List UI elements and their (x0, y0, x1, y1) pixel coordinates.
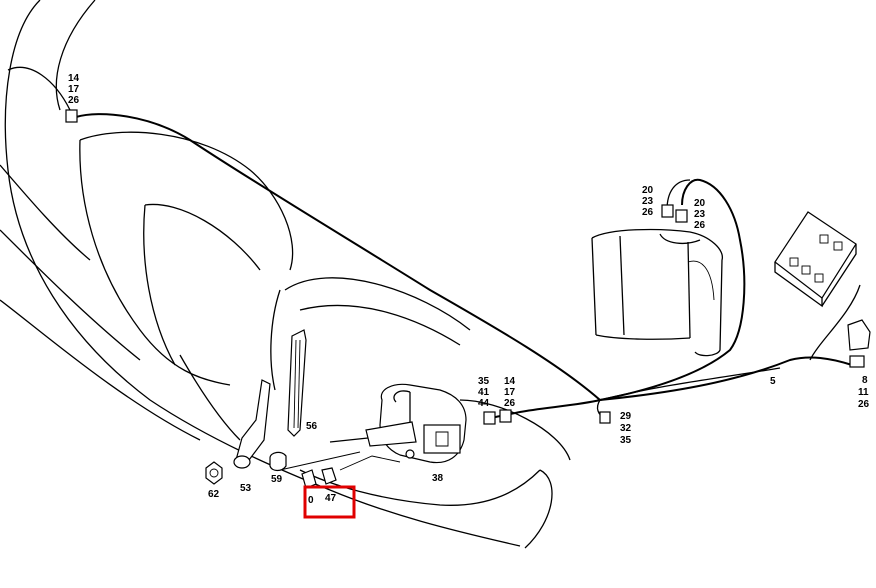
small-parts (205, 451, 337, 489)
callout-relay-3: 26 (858, 399, 870, 410)
clip-left-part (301, 469, 317, 489)
callout-center-b: 14 17 26 (504, 376, 516, 409)
callout-reservoir-right: 20 23 26 (694, 198, 706, 231)
callout-harness: 5 (770, 376, 776, 387)
vehicle-body-outline (0, 0, 571, 549)
callout-arm: 53 (240, 483, 252, 494)
callout-reservoir-left-1: 20 (642, 185, 654, 196)
connector-top-left (65, 109, 78, 123)
connector-reservoir-right (675, 209, 688, 223)
callout-center-a-1: 35 (478, 376, 490, 387)
callout-center-a: 35 41 44 (478, 376, 490, 409)
callout-center-a-3: 44 (478, 398, 490, 409)
control-module (774, 211, 857, 308)
connector-relay (849, 355, 865, 368)
wiper-blade (287, 329, 307, 437)
wiring-harness (75, 113, 861, 419)
callout-blade: 56 (306, 421, 318, 432)
callout-reservoir-right-2: 23 (694, 209, 706, 220)
connector-center-a (483, 411, 496, 425)
callout-motor: 38 (432, 473, 444, 484)
callout-top-left: 14 17 26 (68, 73, 80, 106)
callout-junction-1: 29 (620, 411, 632, 422)
callout-nut: 62 (208, 489, 220, 500)
clip-right-part (321, 467, 337, 485)
callout-center-b-2: 17 (504, 387, 516, 398)
callout-cap: 59 (271, 474, 283, 485)
callout-junction: 29 32 35 (620, 411, 632, 446)
connector-reservoir-left (661, 204, 674, 218)
callout-top-left-1: 14 (68, 73, 80, 84)
connector-junction (599, 411, 611, 424)
nut-part (205, 461, 223, 485)
callout-top-left-3: 26 (68, 95, 80, 106)
callout-junction-2: 32 (620, 423, 632, 434)
callout-clip-left: 0 (308, 495, 314, 506)
callout-reservoir-right-3: 26 (694, 220, 706, 231)
callout-center-b-1: 14 (504, 376, 516, 387)
callout-reservoir-left-2: 23 (642, 196, 654, 207)
callout-center-b-3: 26 (504, 398, 516, 409)
highlight-selection-box[interactable] (303, 485, 356, 519)
callout-relay: 8 11 26 (858, 375, 870, 410)
washer-reservoir (591, 228, 723, 357)
callout-clip-right: 47 (325, 493, 337, 504)
connector-center-b (499, 409, 512, 423)
callout-top-left-2: 17 (68, 84, 80, 95)
cap-part (269, 451, 287, 472)
callout-junction-3: 35 (620, 435, 632, 446)
wiper-arm (233, 379, 271, 469)
wiper-motor (279, 383, 467, 471)
callout-relay-2: 11 (858, 387, 869, 398)
callout-reservoir-right-1: 20 (694, 198, 706, 209)
callout-reservoir-left-3: 26 (642, 207, 654, 218)
connectors (65, 109, 865, 425)
callout-relay-1: 8 (862, 375, 868, 386)
relay (847, 319, 871, 351)
callout-reservoir-left: 20 23 26 (642, 185, 654, 218)
callout-center-a-2: 41 (478, 387, 490, 398)
